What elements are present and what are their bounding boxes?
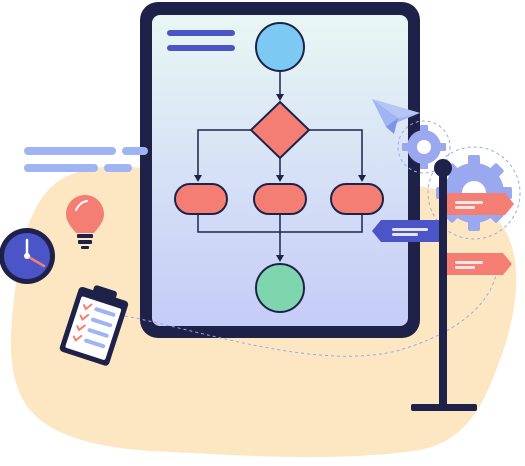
flowchart-process-node (253, 183, 307, 215)
paper-plane-icon (372, 99, 420, 134)
dashed-path (124, 254, 499, 357)
gear-icon (397, 120, 451, 174)
header-line (167, 30, 235, 36)
tablet (140, 2, 420, 338)
flowchart-connectors (197, 72, 363, 256)
flowchart-end-node (255, 263, 305, 313)
flowchart-decision-node (249, 100, 311, 160)
flowchart-process-node (330, 183, 384, 215)
decorative-lines (24, 147, 148, 172)
clipboard-checklist-icon (59, 285, 129, 366)
flowchart-process-node (174, 183, 228, 215)
signpost-icon (372, 159, 514, 411)
clock-icon (0, 228, 55, 284)
flowchart-arrowheads (194, 94, 366, 262)
flowchart-start-node (255, 22, 305, 72)
header-line (167, 45, 235, 51)
lightbulb-icon (66, 195, 104, 249)
